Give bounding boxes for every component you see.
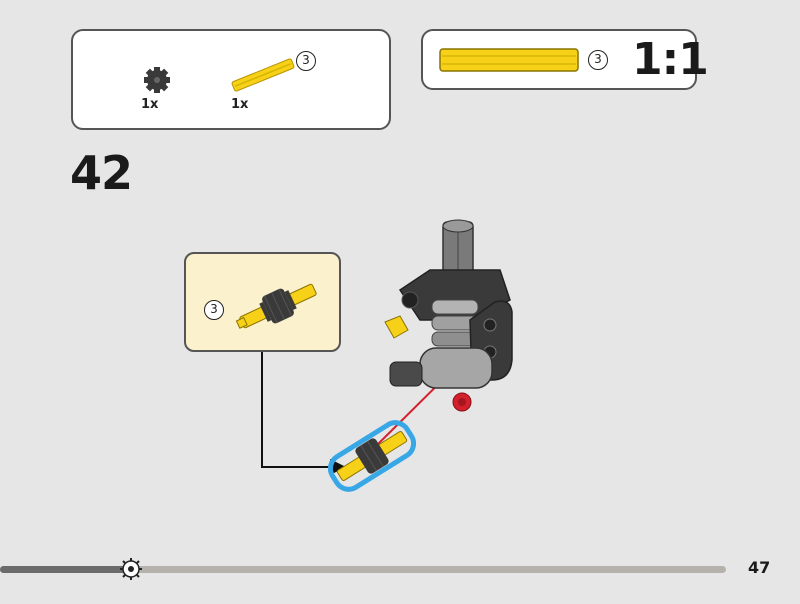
- step-number: 42: [70, 146, 133, 200]
- callout-leader-line: [261, 352, 330, 468]
- progress-fill: [0, 566, 131, 573]
- main-model: [384, 219, 513, 412]
- scale-reference-panel: 3: [421, 29, 697, 90]
- new-part-highlight: [327, 420, 417, 492]
- axle-length-callout: 3: [296, 51, 316, 71]
- gear-icon: [120, 558, 142, 580]
- parts-illustration: [144, 58, 295, 93]
- gear-quantity: 1x: [141, 97, 159, 112]
- parts-list-panel: 1x 1x 3: [71, 29, 391, 130]
- subassembly-axle-gear: [235, 283, 317, 329]
- page-number: 47: [748, 558, 771, 577]
- axle-scale-icon: [439, 48, 579, 72]
- scale-label: 1:1: [632, 34, 709, 85]
- scale-length-callout: 3: [588, 50, 608, 70]
- scale-axle-illustration: [439, 48, 579, 72]
- progress-track: [0, 566, 726, 573]
- axle-icon: [231, 58, 295, 92]
- gear-icon: [144, 67, 170, 93]
- axle-quantity: 1x: [231, 97, 249, 112]
- subassembly-quantity-callout: 3: [204, 300, 224, 320]
